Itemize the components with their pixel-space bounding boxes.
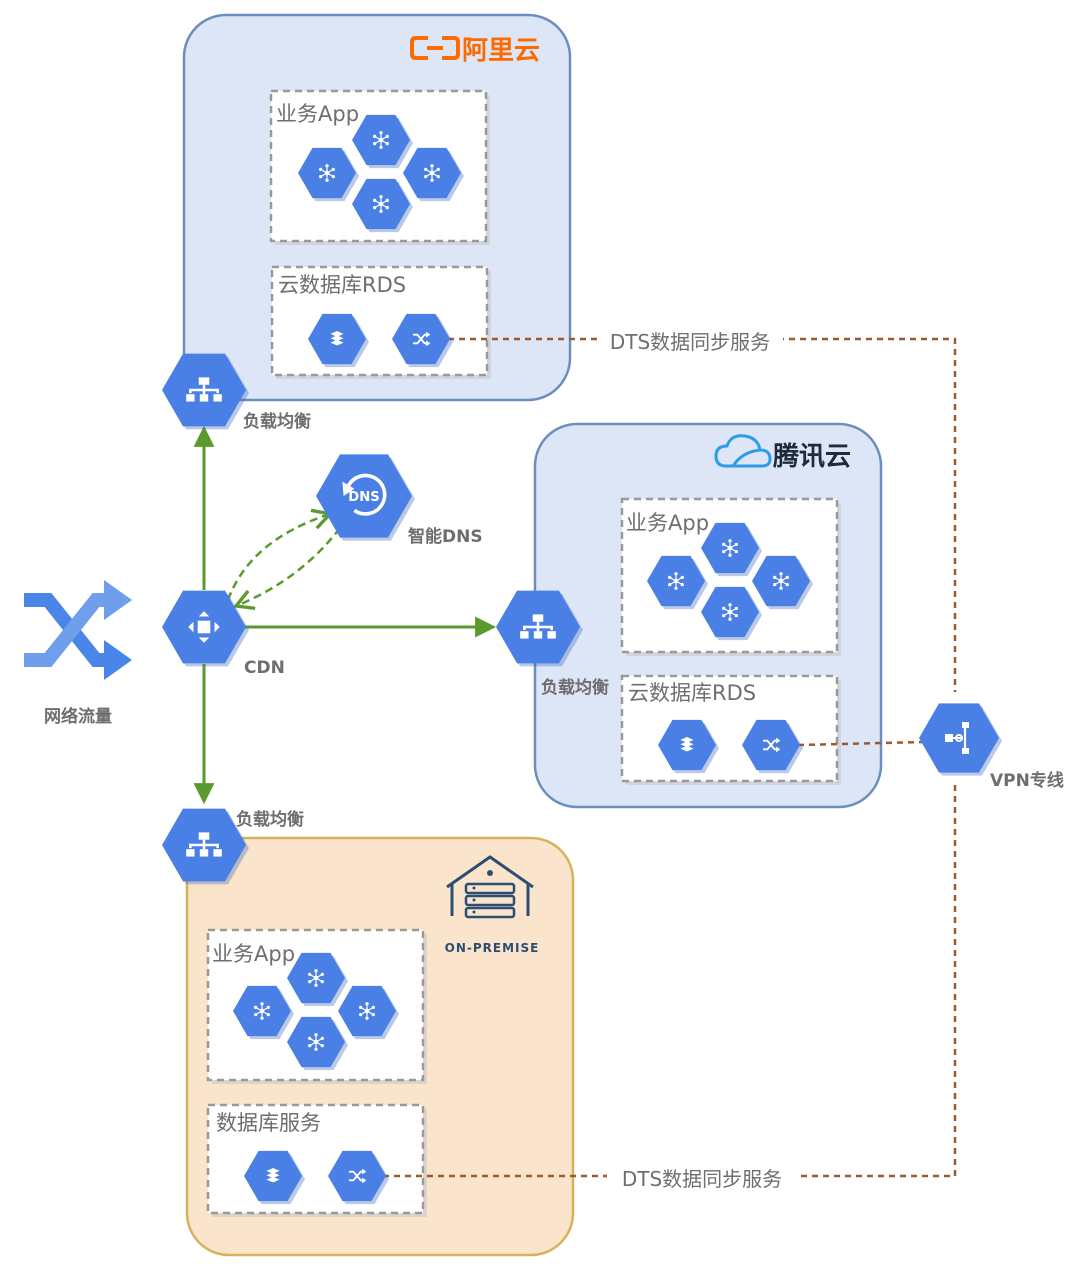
tencent-app-cluster-icon-left[interactable] xyxy=(647,555,708,610)
aliyun-lb-icon[interactable] xyxy=(162,353,249,430)
tencent-app-cluster-icon-right[interactable] xyxy=(752,555,813,610)
aliyun-app-cluster-icon-bottom[interactable] xyxy=(352,178,413,233)
edge-cdn-to-dns xyxy=(226,508,334,601)
aliyun-logo-icon xyxy=(410,36,460,60)
edge-dns-to-cdn xyxy=(232,527,341,611)
tencent-app-label: 业务App xyxy=(626,511,709,535)
aliyun-app-label: 业务App xyxy=(276,102,359,126)
tencent-lb-label: 负载均衡 xyxy=(541,677,609,698)
onprem-brand-text: ON-PREMISE xyxy=(445,941,540,955)
dns-badge-text: DNS xyxy=(348,490,379,505)
aliyun-db-icon[interactable] xyxy=(308,313,369,368)
smart-dns-label: 智能DNS xyxy=(408,526,483,547)
aliyun-rds-label: 云数据库RDS xyxy=(278,273,406,297)
network-traffic-node: 网络流量 xyxy=(24,580,132,727)
tencent-app-cluster-icon-bottom[interactable] xyxy=(701,586,762,641)
dts-label-top: DTS数据同步服务 xyxy=(610,330,770,354)
smart-dns-icon[interactable]: DNS xyxy=(316,454,415,541)
network-traffic-label: 网络流量 xyxy=(44,706,112,727)
tencent-logo: 腾讯云 xyxy=(714,434,851,472)
hex-node-layer: DNS xyxy=(162,114,1002,1205)
onprem-dts-icon[interactable] xyxy=(328,1150,389,1205)
tencent-dts-icon[interactable] xyxy=(742,719,803,774)
aliyun-app-cluster-icon-top[interactable] xyxy=(352,114,413,169)
vpn-label: VPN专线 xyxy=(990,770,1064,791)
cdn-icon[interactable] xyxy=(162,590,249,667)
onprem-app-cluster-icon-left[interactable] xyxy=(233,985,294,1040)
vpn-icon[interactable] xyxy=(919,703,1002,776)
aliyun-logo: 阿里云 xyxy=(410,36,540,66)
tencent-brand-text: 腾讯云 xyxy=(773,442,851,472)
aliyun-brand-text: 阿里云 xyxy=(462,36,540,66)
cdn-label: CDN xyxy=(244,658,285,678)
aliyun-dts-icon[interactable] xyxy=(392,313,453,368)
onprem-db-group xyxy=(206,1103,425,1215)
tencent-lb-icon[interactable] xyxy=(496,590,583,667)
tencent-rds-group xyxy=(620,674,839,783)
edge-dts-onprem-to-vpn xyxy=(383,785,957,1178)
tencent-cloud-icon xyxy=(714,434,772,468)
onprem-app-cluster-icon-right[interactable] xyxy=(338,985,399,1040)
onprem-app-label: 业务App xyxy=(212,942,295,966)
onprem-app-cluster-icon-bottom[interactable] xyxy=(287,1016,348,1071)
onprem-lb-icon[interactable] xyxy=(162,808,249,885)
onprem-app-cluster-icon-top[interactable] xyxy=(287,952,348,1007)
shuffle-icon xyxy=(24,593,110,667)
aliyun-app-cluster-icon-right[interactable] xyxy=(403,147,464,202)
tencent-rds-label: 云数据库RDS xyxy=(628,681,756,705)
aliyun-app-cluster-icon-left[interactable] xyxy=(298,147,359,202)
tencent-db-icon[interactable] xyxy=(658,719,719,774)
warehouse-icon xyxy=(446,855,534,916)
onprem-lb-label: 负载均衡 xyxy=(236,809,304,830)
dts-label-bottom: DTS数据同步服务 xyxy=(622,1167,782,1191)
onprem-db-icon[interactable] xyxy=(244,1150,305,1205)
aliyun-lb-label: 负载均衡 xyxy=(243,411,311,432)
onprem-logo: ON-PREMISE xyxy=(445,855,540,955)
onprem-db-label: 数据库服务 xyxy=(216,1111,321,1135)
tencent-app-cluster-icon-top[interactable] xyxy=(701,522,762,577)
aliyun-rds-group xyxy=(270,265,489,377)
